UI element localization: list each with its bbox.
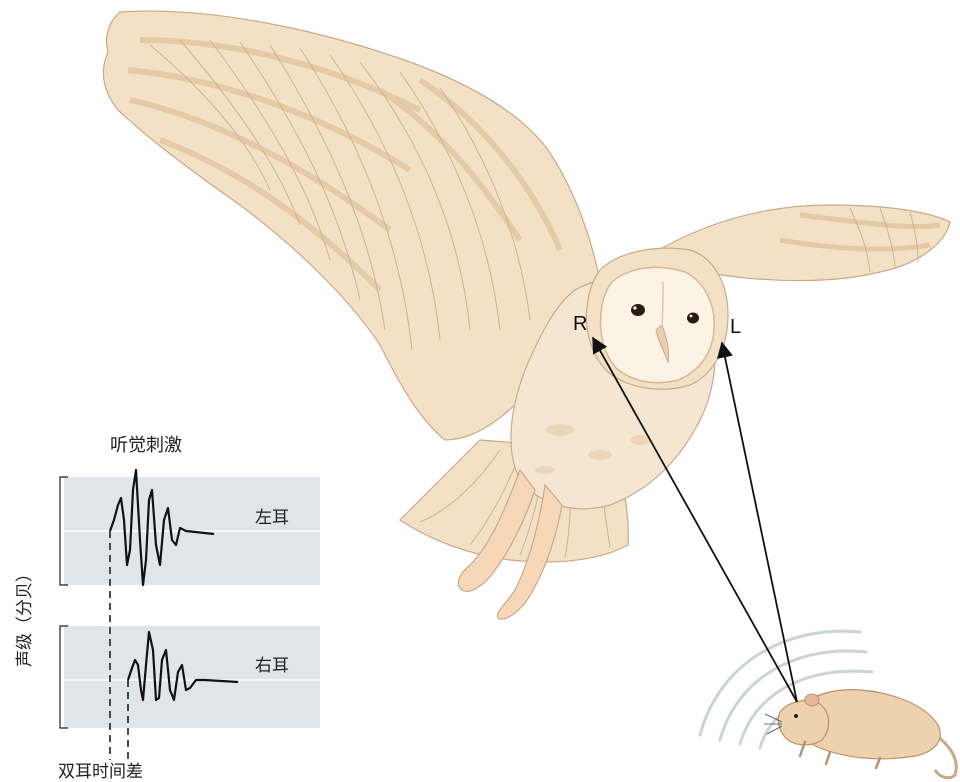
- mouse-illustration: [764, 690, 956, 778]
- mouse-head: [778, 701, 828, 745]
- mouse-eye: [794, 714, 798, 718]
- y-axis-label: 声级（分贝）: [15, 565, 35, 667]
- right-ear-label: 右耳: [255, 656, 289, 676]
- right-ear-panel: [64, 626, 320, 728]
- ear-left-marker: L: [730, 316, 741, 338]
- owl-facial-disc: [601, 267, 715, 382]
- stimulus-title: 听觉刺激: [110, 435, 182, 456]
- ear-right-marker: R: [573, 313, 587, 335]
- arrow-to-left-ear: [722, 343, 797, 702]
- interaural-time-difference-label: 双耳时间差: [58, 762, 143, 782]
- mouse-ear: [805, 694, 819, 706]
- left-ear-label: 左耳: [255, 508, 289, 528]
